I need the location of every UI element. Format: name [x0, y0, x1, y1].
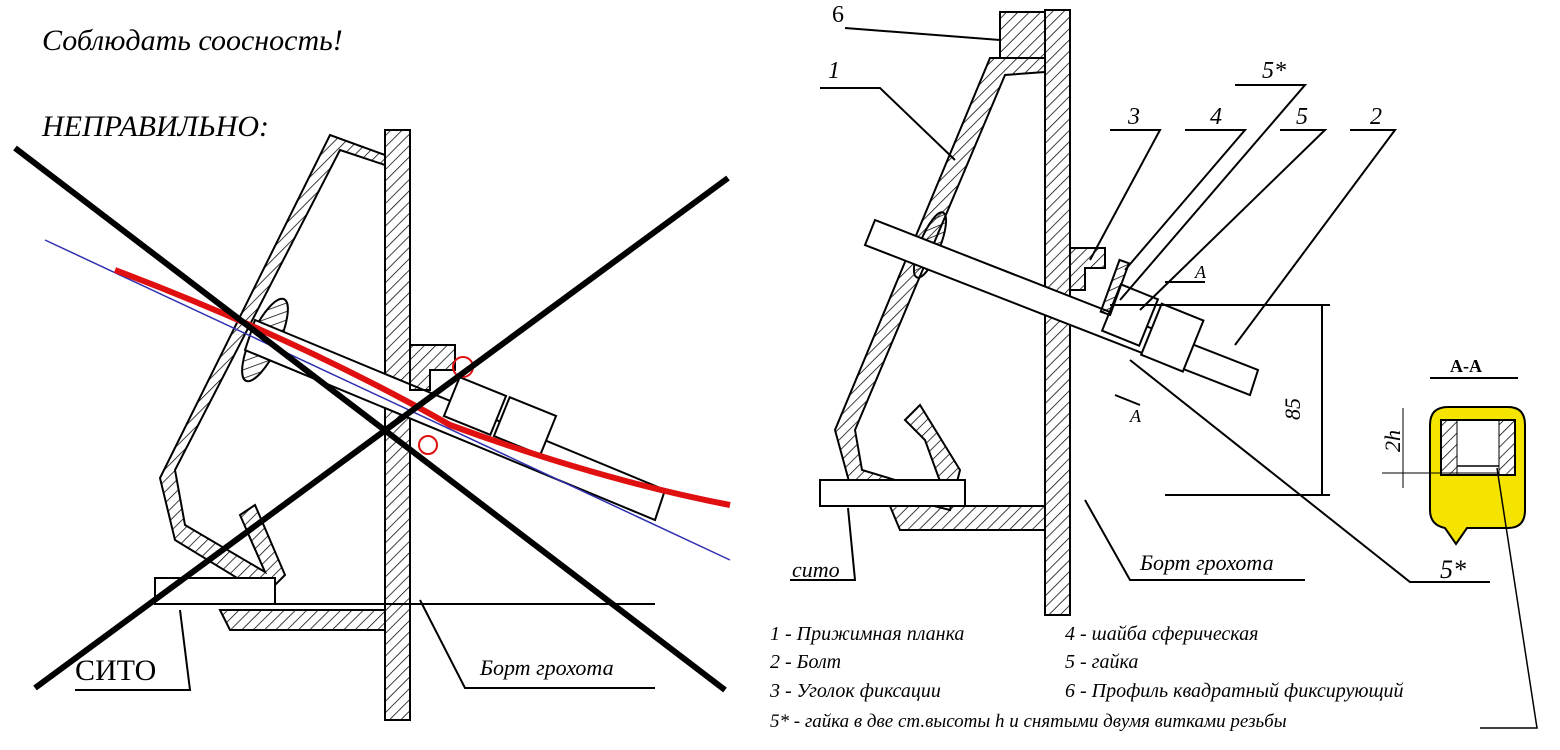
legend-note: 5* - гайка в две ст.высоты h и снятыми д… [770, 711, 1287, 732]
callout-2: 2 [1370, 104, 1382, 130]
callout-3: 3 [1127, 104, 1140, 130]
frame-angle [888, 505, 1046, 531]
frame-angle [218, 609, 386, 631]
leader-5star [1119, 84, 1308, 301]
right-assembly [790, 9, 1490, 616]
legend-item: 1 - Прижимная планка [770, 623, 964, 645]
nut-1 [442, 375, 508, 437]
clamp-plate [158, 133, 386, 597]
cross-line [33, 175, 730, 691]
height-label: 2h [1380, 430, 1405, 452]
nut [1139, 302, 1205, 373]
leader-4 [1124, 129, 1248, 271]
callout-4: 4 [1210, 104, 1222, 130]
verdict-text: НЕПРАВИЛЬНО: [41, 110, 269, 143]
dimension-85: 85 [1280, 398, 1305, 420]
note-leader [1480, 467, 1538, 729]
legend-item: 5 - гайка [1065, 651, 1138, 673]
sieve [154, 577, 276, 605]
square-profile [999, 11, 1046, 59]
callout-5: 5 [1296, 104, 1308, 130]
callout-5star: 5* [1262, 58, 1286, 84]
wall-label: Борт грохота [479, 655, 614, 680]
legend-item: 3 - Уголок фиксации [769, 680, 941, 702]
section-aa: А-А 2h [1380, 356, 1538, 729]
leader-3 [1089, 129, 1162, 261]
leader-2 [1234, 129, 1397, 346]
legend: 1 - Прижимная планка 2 - Болт 3 - Уголок… [769, 623, 1404, 732]
title-text: Соблюдать соосность! [42, 24, 343, 57]
sieve-leader [790, 507, 857, 581]
cross-line [13, 145, 727, 693]
legend-item: 6 - Профиль квадратный фиксирующий [1065, 680, 1404, 702]
sieve-label: сито [792, 557, 840, 582]
legend-item: 4 - шайба сферическая [1065, 623, 1258, 645]
section-part-label: 5* [1440, 555, 1466, 584]
callout-1: 1 [828, 58, 840, 84]
axis-line-blue [44, 239, 731, 561]
callout-6: 6 [832, 2, 844, 28]
clamp-plate [833, 57, 1046, 512]
sieve-label: СИТО [75, 654, 156, 687]
sieve [819, 479, 966, 507]
section-title: А-А [1450, 356, 1482, 376]
wall-leader [419, 599, 655, 689]
leader-6 [844, 27, 1001, 41]
leader-5 [1139, 129, 1328, 311]
section-mark: А [1129, 406, 1142, 426]
left-assembly [75, 129, 667, 721]
section-mark: А [1194, 262, 1207, 282]
fixing-angle [409, 344, 456, 391]
sieve-leader [75, 609, 192, 691]
wall-label: Борт грохота [1139, 550, 1274, 575]
alignment-line-red [113, 267, 731, 508]
washer-4 [1099, 258, 1131, 317]
section-arrow [1114, 394, 1141, 406]
fixing-angle [1069, 247, 1106, 291]
wall-leader [1084, 499, 1305, 581]
legend-item: 2 - Болт [770, 651, 841, 673]
leader-1 [820, 87, 956, 161]
leader-5star-section [1129, 359, 1490, 583]
gap-marker [418, 435, 438, 455]
